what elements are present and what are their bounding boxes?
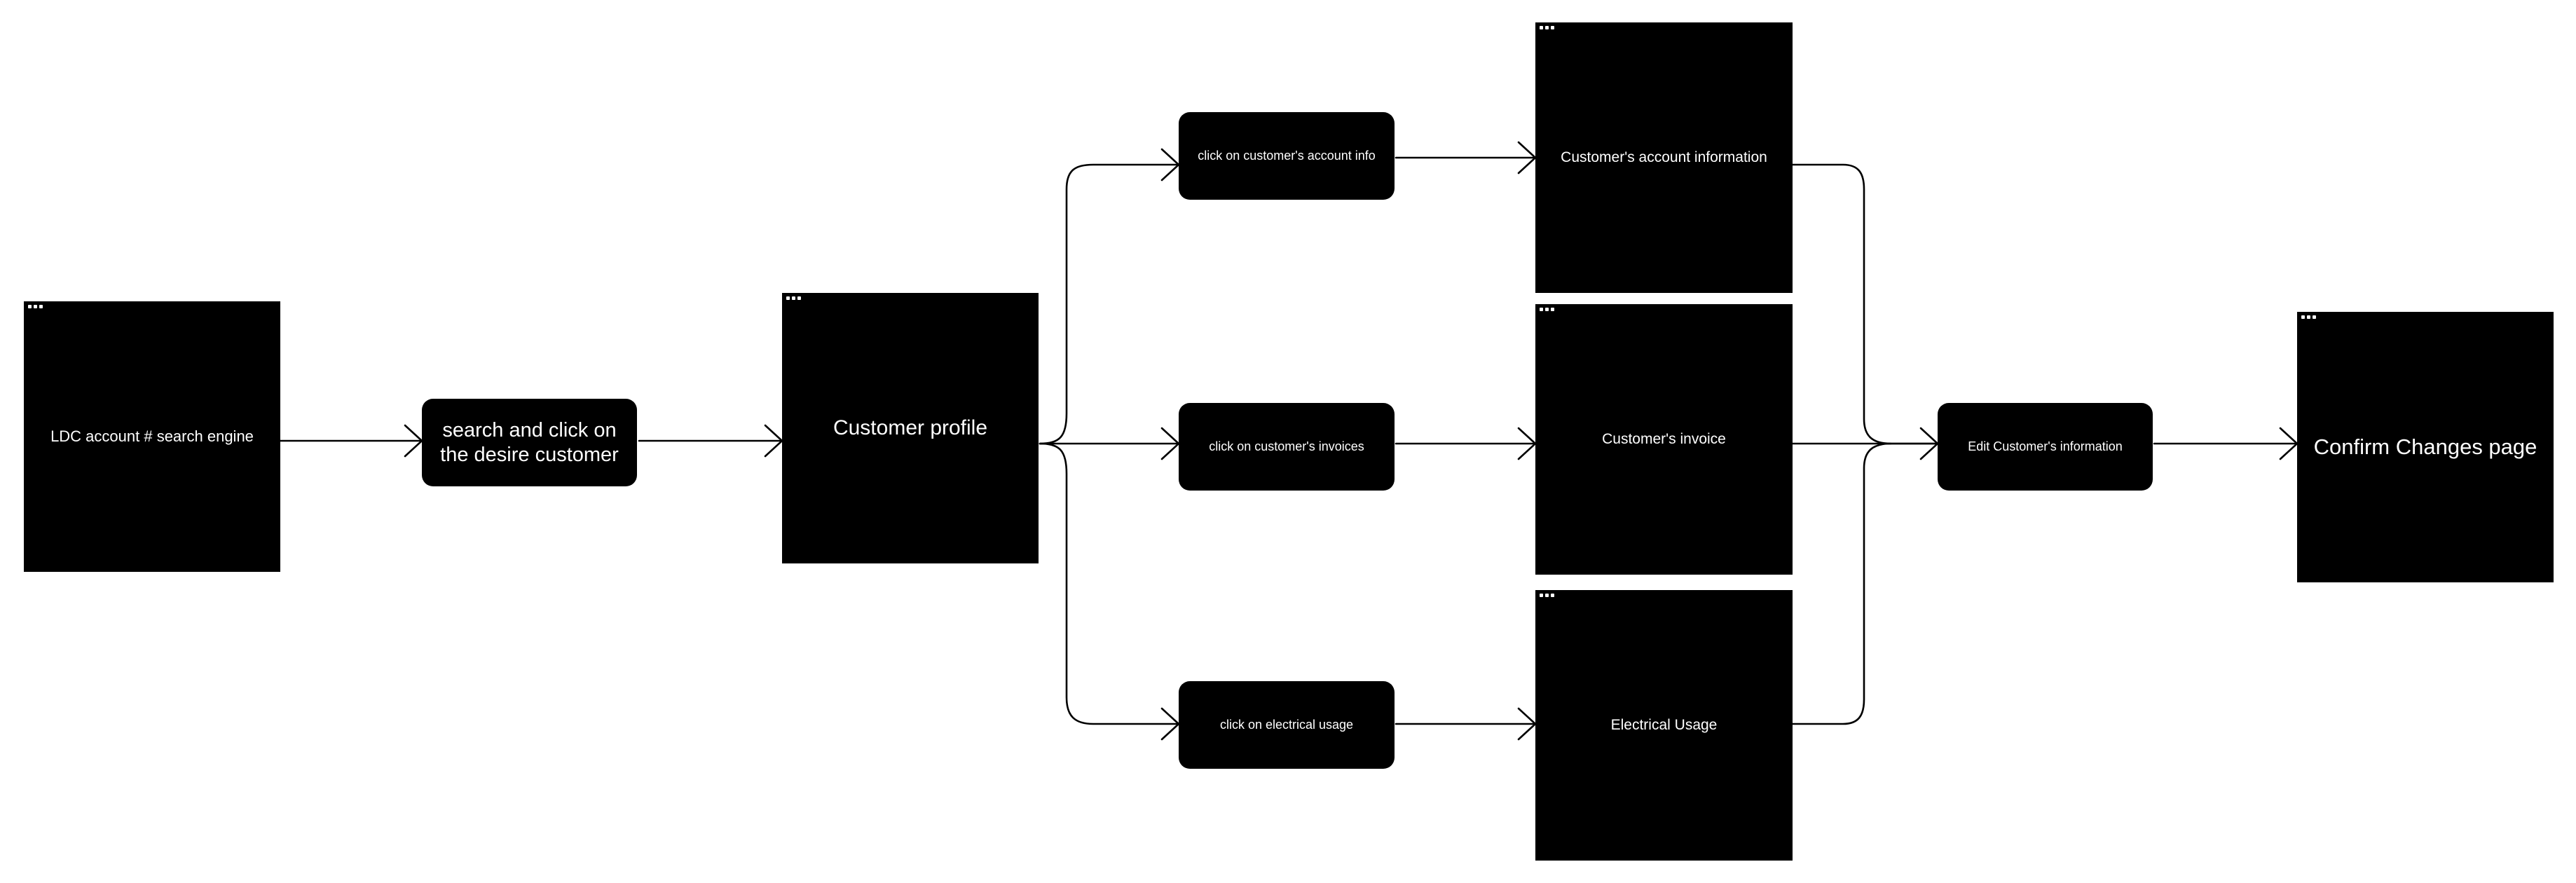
- edge-customer-profile-to-electrical: [1039, 442, 1179, 725]
- screen-confirm-changes: Confirm Changes page: [2297, 312, 2554, 582]
- node-label: Edit Customer's information: [1968, 439, 2123, 453]
- node-label: Customer's invoice: [1602, 431, 1726, 448]
- step-click-invoices: click on customer's invoices: [1179, 403, 1395, 491]
- node-label: LDC account # search engine: [50, 427, 254, 445]
- edge-account-screen-to-edit: [1791, 163, 1938, 445]
- step-edit-customer-information: Edit Customer's information: [1938, 403, 2153, 491]
- node-label: Electrical Usage: [1610, 717, 1718, 734]
- node-label: click on electrical usage: [1219, 717, 1354, 732]
- window-dots-icon: [28, 305, 43, 308]
- step-click-account-info: click on customer's account info: [1179, 112, 1395, 200]
- window-dots-icon: [2301, 315, 2316, 319]
- edge-customer-profile-to-account-info: [1039, 163, 1179, 445]
- screen-customer-invoice: Customer's invoice: [1535, 304, 1793, 575]
- node-label: Customer profile: [833, 416, 988, 439]
- edge-electrical-screen-to-edit: [1791, 442, 1892, 725]
- node-label: Customer's account information: [1561, 149, 1767, 166]
- screen-ldc-search-engine: LDC account # search engine: [24, 301, 280, 572]
- step-search-and-click: search and click on the desire customer: [422, 399, 637, 486]
- node-label: Confirm Changes page: [2313, 434, 2537, 460]
- screen-electrical-usage: Electrical Usage: [1535, 590, 1793, 861]
- screen-customer-profile: Customer profile: [782, 293, 1039, 563]
- window-dots-icon: [1540, 594, 1554, 597]
- screen-account-information: Customer's account information: [1535, 22, 1793, 293]
- window-dots-icon: [1540, 308, 1554, 311]
- node-label: search and click on the desire customer: [440, 418, 619, 466]
- node-label: click on customer's account info: [1198, 148, 1376, 163]
- window-dots-icon: [786, 296, 801, 300]
- step-click-electrical-usage: click on electrical usage: [1179, 681, 1395, 769]
- window-dots-icon: [1540, 26, 1554, 29]
- node-label: click on customer's invoices: [1209, 439, 1364, 453]
